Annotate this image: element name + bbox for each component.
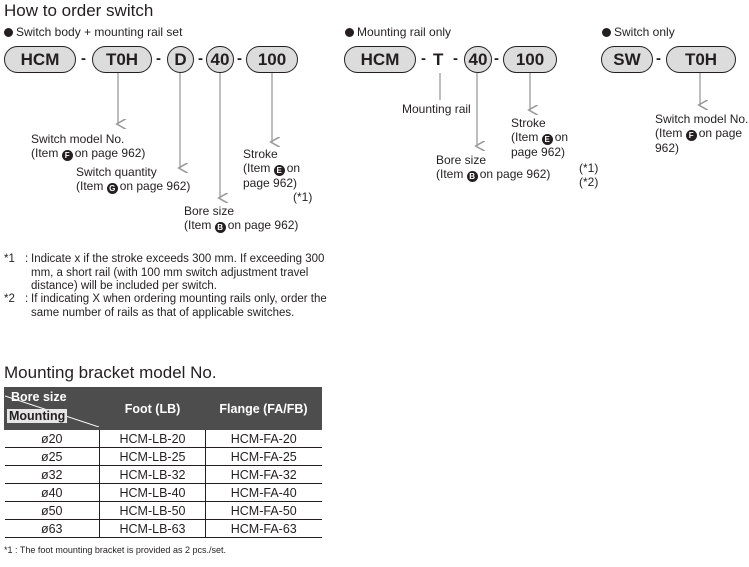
code-separator: - [81, 50, 86, 67]
group-c-caption: Switch only [602, 25, 675, 39]
code-bore: 40 [464, 46, 492, 73]
group-b-caption: Mounting rail only [345, 25, 451, 39]
label-rail: Mounting rail [402, 102, 471, 116]
code-switch-qty: D [167, 46, 194, 73]
item-b-icon: B [466, 171, 478, 182]
bullet-icon [602, 28, 611, 37]
code-separator: - [453, 50, 458, 67]
bullet-icon [4, 28, 13, 37]
code-switch-model: T0H [666, 46, 736, 73]
bracket-table: Bore size Mounting Foot (LB) Flange (FA/… [4, 387, 322, 538]
code-sw: SW [601, 46, 653, 73]
col-header-foot: Foot (LB) [99, 387, 206, 430]
item-f-icon: F [61, 150, 73, 161]
group-a-caption: Switch body + mounting rail set [4, 25, 182, 39]
note-2: *2: If indicating X when ordering mounti… [4, 293, 327, 319]
code-separator: - [156, 50, 161, 67]
item-f-icon: F [685, 130, 697, 141]
code-stroke: 100 [503, 46, 557, 73]
table-corner-header: Bore size Mounting [4, 387, 100, 430]
item-g-icon: G [106, 183, 118, 194]
footnote-ref: (*1) [293, 190, 313, 204]
code-separator: - [421, 50, 426, 67]
code-stroke: 100 [246, 46, 298, 73]
col-header-flange: Flange (FA/FB) [205, 387, 322, 430]
code-hcm: HCM [344, 46, 416, 73]
code-separator: - [198, 50, 203, 67]
item-b-icon: B [214, 222, 226, 233]
footnote-refs: (*1) (*2) [579, 161, 599, 189]
note-1: *1: Indicate x if the stroke exceeds 300… [4, 253, 325, 292]
code-hcm: HCM [4, 46, 76, 73]
code-bore: 40 [206, 46, 234, 73]
code-switch-model: T0H [92, 46, 152, 73]
order-switch-title: How to order switch [4, 1, 154, 20]
item-e-icon: E [541, 134, 553, 145]
code-separator: - [656, 50, 661, 67]
code-separator: - [494, 50, 499, 67]
bracket-title: Mounting bracket model No. [4, 363, 217, 382]
bullet-icon [345, 28, 354, 37]
code-separator: - [237, 50, 242, 67]
item-e-icon: E [273, 165, 285, 176]
table-footnote: *1 : The foot mounting bracket is provid… [4, 545, 226, 555]
code-rail: T [433, 50, 444, 69]
